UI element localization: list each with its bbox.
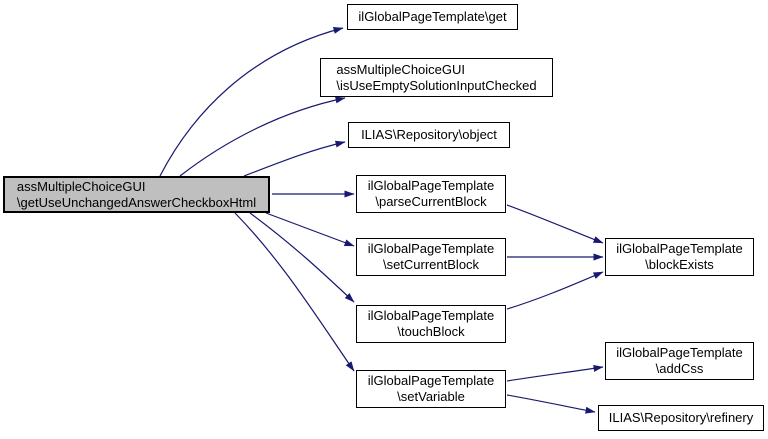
edge-getUseUnchangedAnswerCheckboxHtml-to-setCurrentBlock xyxy=(265,212,355,247)
node-label: ilGlobalPageTemplate \touchBlock xyxy=(367,308,495,339)
node-parseCurrentBlock[interactable]: ilGlobalPageTemplate \parseCurrentBlock xyxy=(356,175,506,213)
node-label: ilGlobalPageTemplate \blockExists xyxy=(616,241,743,272)
node-label: ilGlobalPageTemplate \setCurrentBlock xyxy=(367,241,495,272)
edge-getUseUnchangedAnswerCheckboxHtml-to-setVariable xyxy=(234,212,355,372)
node-label: assMultipleChoiceGUI \isUseEmptySolution… xyxy=(336,61,537,93)
node-refinery[interactable]: ILIAS\Repository\refinery xyxy=(598,405,764,431)
node-label: ilGlobalPageTemplate\get xyxy=(358,9,507,24)
edge-getUseUnchangedAnswerCheckboxHtml-to-isUseEmptySolutionInputChecked xyxy=(179,96,346,177)
edge-getUseUnchangedAnswerCheckboxHtml-to-touchBlock xyxy=(249,212,355,303)
edge-parseCurrentBlock-to-blockExists xyxy=(506,204,604,244)
edge-setVariable-to-refinery xyxy=(506,394,596,414)
edge-getUseUnchangedAnswerCheckboxHtml-to-get xyxy=(159,26,344,177)
node-isUseEmptySolutionInputChecked[interactable]: assMultipleChoiceGUI \isUseEmptySolution… xyxy=(320,58,553,97)
edge-touchBlock-to-blockExists xyxy=(506,271,604,310)
edge-getUseUnchangedAnswerCheckboxHtml-to-object xyxy=(243,140,346,177)
node-label: ilGlobalPageTemplate \addCss xyxy=(616,345,743,376)
node-touchBlock[interactable]: ilGlobalPageTemplate \touchBlock xyxy=(356,305,506,343)
node-object[interactable]: ILIAS\Repository\object xyxy=(348,122,510,148)
node-label: ilGlobalPageTemplate \setVariable xyxy=(367,373,495,404)
node-label: ILIAS\Repository\refinery xyxy=(608,410,754,425)
edge-setVariable-to-addCss xyxy=(506,364,604,382)
node-setVariable[interactable]: ilGlobalPageTemplate \setVariable xyxy=(356,370,506,408)
node-blockExists[interactable]: ilGlobalPageTemplate \blockExists xyxy=(605,238,754,276)
node-get[interactable]: ilGlobalPageTemplate\get xyxy=(347,4,518,30)
node-label: ilGlobalPageTemplate \parseCurrentBlock xyxy=(367,178,495,209)
node-addCss[interactable]: ilGlobalPageTemplate \addCss xyxy=(605,342,754,380)
node-label: ILIAS\Repository\object xyxy=(361,127,497,142)
node-getUseUnchangedAnswerCheckboxHtml[interactable]: assMultipleChoiceGUI \getUseUnchangedAns… xyxy=(3,176,270,213)
node-label: assMultipleChoiceGUI \getUseUnchangedAns… xyxy=(16,178,257,210)
node-setCurrentBlock[interactable]: ilGlobalPageTemplate \setCurrentBlock xyxy=(356,238,506,276)
